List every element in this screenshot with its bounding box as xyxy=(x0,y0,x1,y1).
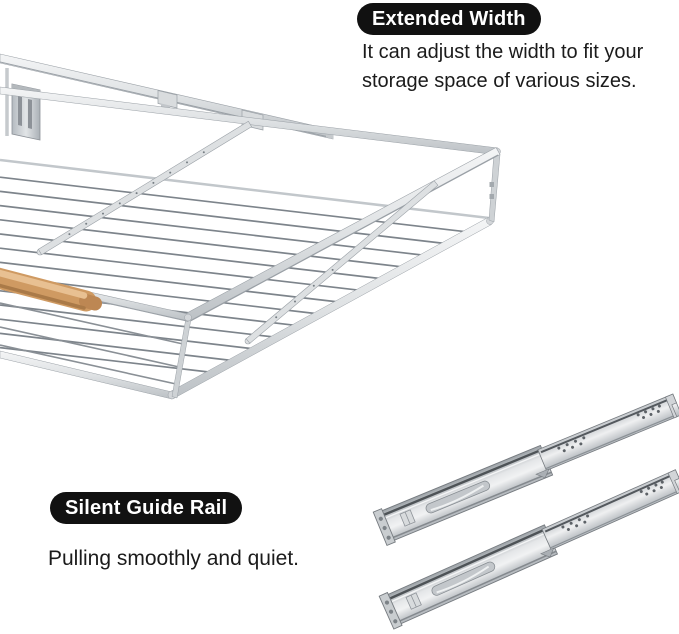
basket-right-rim xyxy=(185,147,501,322)
mounting-bracket xyxy=(5,68,41,141)
wooden-handle xyxy=(0,267,102,312)
extended-width-badge: Extended Width xyxy=(357,3,541,35)
silent-guide-rail-badge: Silent Guide Rail xyxy=(50,492,243,524)
extended-width-line1: It can adjust the width to fit your xyxy=(362,41,644,63)
wire-basket-illustration xyxy=(0,53,501,400)
front-panel-wires xyxy=(0,302,184,385)
slide-rail-bottom xyxy=(377,464,679,631)
basket-bottom-rim xyxy=(0,217,494,400)
silent-guide-rail-description: Pulling smoothly and quiet. xyxy=(48,544,299,573)
cross-rail-left xyxy=(36,120,253,256)
slide-rails-illustration xyxy=(372,388,679,631)
silent-guide-rail-line1: Pulling smoothly and quiet. xyxy=(48,547,299,570)
extended-width-line2: storage space of various sizes. xyxy=(362,70,637,92)
cross-rail-middle xyxy=(244,180,439,345)
basket-back-rim xyxy=(0,86,499,156)
slide-rail-top xyxy=(372,388,679,547)
extended-width-description: It can adjust the width to fit your stor… xyxy=(362,38,643,96)
